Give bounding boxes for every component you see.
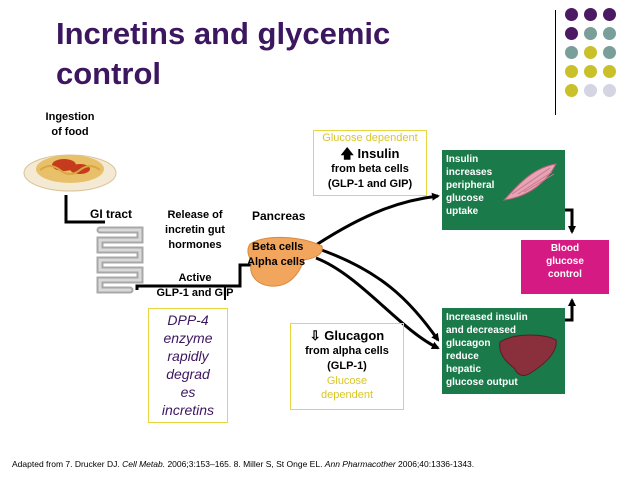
gi-tract-label: GI tract — [90, 207, 133, 221]
liver-icon — [499, 334, 557, 376]
citation: Adapted from 7. Drucker DJ. Cell Metab. … — [12, 459, 475, 469]
liver-box: Increased insulin and decreased glucagon… — [442, 308, 565, 394]
dpp4-box: DPP-4 enzyme rapidly degrad es incretins — [148, 308, 228, 423]
dot — [603, 8, 616, 21]
glucagon-label: Glucagon — [324, 328, 385, 343]
liver-to-blood-arrow — [565, 298, 576, 322]
down-arrow-icon: ⇩ — [309, 328, 321, 343]
up-arrow-icon: 🡅 — [340, 146, 354, 161]
dot — [584, 65, 597, 78]
dot — [565, 8, 578, 21]
intestine-icon — [96, 226, 144, 294]
muscle-icon — [502, 163, 557, 201]
food-plate-icon — [23, 154, 117, 192]
dot — [603, 65, 616, 78]
slide-title: Incretins and glycemic control — [56, 14, 496, 94]
food-to-gi-line — [64, 195, 105, 224]
insulin-heading: 🡅 Insulin — [314, 145, 426, 162]
glucagon-heading: ⇩ Glucagon — [291, 324, 403, 344]
release-label: Release of incretin gut hormones — [165, 209, 225, 251]
dot — [565, 65, 578, 78]
glucagon-box: ⇩ Glucagon from alpha cells (GLP-1) Gluc… — [290, 323, 404, 410]
corner-divider — [555, 10, 556, 115]
beta-to-liver-arrow — [315, 246, 440, 342]
dot — [603, 27, 616, 40]
title-line-1: Incretins and glycemic — [56, 16, 391, 51]
muscle-box: Insulin increases peripheral glucose upt… — [442, 150, 565, 230]
title-line-2: control — [56, 56, 162, 91]
muscle-to-blood-arrow — [565, 208, 576, 234]
active-glp-label: Active GLP-1 and GIP — [156, 272, 234, 299]
dot — [584, 27, 597, 40]
alpha-cells-label: Alpha cells — [247, 256, 306, 268]
insulin-glucose-dependent: Glucose dependent — [322, 132, 418, 144]
dot — [584, 8, 597, 21]
dot — [565, 27, 578, 40]
gi-to-release-line — [135, 263, 262, 290]
dot — [584, 46, 597, 59]
insulin-label: Insulin — [357, 146, 400, 161]
pancreas-label: Pancreas — [252, 209, 306, 223]
corner-dot-grid — [565, 8, 635, 118]
dot — [603, 84, 616, 97]
beta-cells-label: Beta cells — [252, 241, 304, 253]
insulin-box: Glucose dependent 🡅 Insulin from beta ce… — [313, 130, 427, 196]
pancreas-icon — [247, 236, 323, 287]
dot — [565, 46, 578, 59]
ingestion-label: Ingestion of food — [45, 111, 95, 138]
dot — [584, 84, 597, 97]
alpha-to-liver-arrow — [315, 256, 440, 350]
blood-glucose-box: Blood glucose control — [521, 240, 609, 294]
dpp4-text: DPP-4 enzyme rapidly degrad es incretins — [161, 312, 215, 418]
dot — [565, 84, 578, 97]
dot — [603, 46, 616, 59]
beta-to-muscle-arrow — [315, 192, 440, 247]
